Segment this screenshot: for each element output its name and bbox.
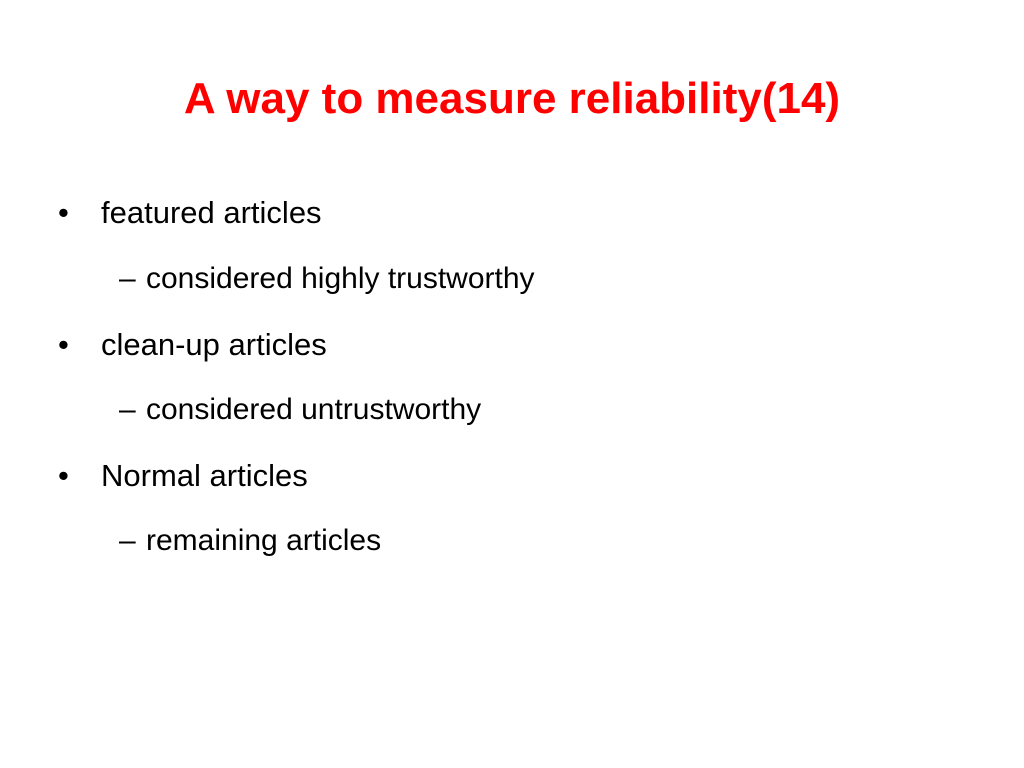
- bullet-item: • clean-up articles: [58, 325, 327, 365]
- bullet-text: Normal articles: [101, 458, 308, 493]
- sub-bullet-text: considered highly trustworthy: [146, 262, 535, 295]
- bullet-marker: •: [58, 195, 69, 230]
- bullet-text: featured articles: [101, 195, 322, 230]
- bullet-item: • featured articles: [58, 193, 322, 233]
- sub-bullet-marker: –: [119, 262, 136, 295]
- sub-bullet-item: – remaining articles: [119, 521, 382, 561]
- bullet-marker: •: [58, 458, 69, 493]
- sub-bullet-text: considered untrustworthy: [146, 393, 482, 426]
- bullet-item: • Normal articles: [58, 456, 308, 496]
- bullet-text: clean-up articles: [101, 327, 327, 362]
- sub-bullet-item: – considered highly trustworthy: [119, 259, 535, 299]
- sub-bullet-text: remaining articles: [146, 524, 382, 557]
- sub-bullet-marker: –: [119, 393, 136, 426]
- sub-bullet-item: – considered untrustworthy: [119, 390, 482, 430]
- sub-bullet-marker: –: [119, 524, 136, 557]
- slide-title: A way to measure reliability(14): [183, 74, 841, 123]
- bullet-marker: •: [58, 327, 69, 362]
